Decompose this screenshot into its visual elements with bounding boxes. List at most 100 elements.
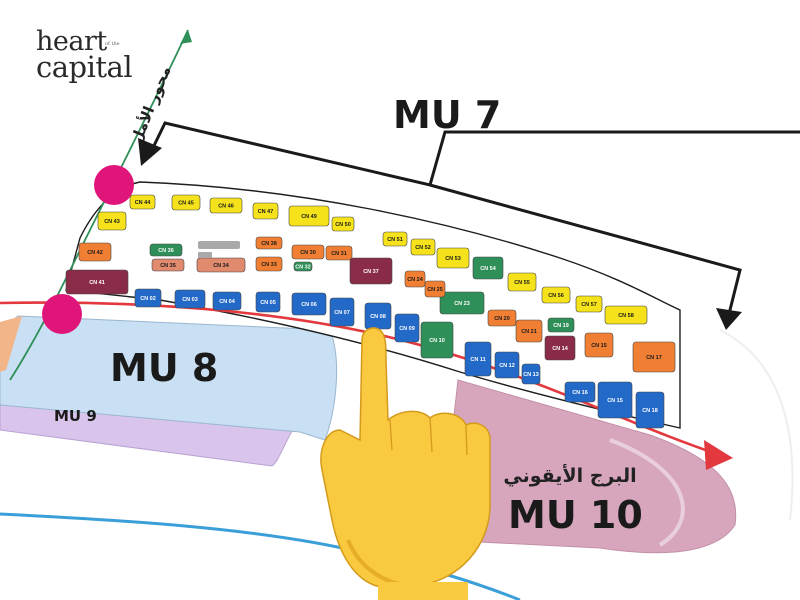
pointing-hand-icon bbox=[320, 327, 491, 600]
plot-cn-35[interactable] bbox=[151, 258, 185, 272]
road-arrowhead bbox=[180, 30, 192, 44]
plot-cn-19[interactable] bbox=[547, 317, 575, 333]
plot-cn-57[interactable] bbox=[575, 295, 603, 313]
mu7-bracket bbox=[146, 121, 800, 319]
plot-cn-55[interactable] bbox=[507, 272, 537, 292]
plot-cn-30[interactable] bbox=[291, 244, 325, 260]
mu10-inner bbox=[609, 438, 685, 547]
plot-label: CN 15 bbox=[591, 343, 607, 349]
plot-label: CN 23 bbox=[454, 301, 470, 307]
plot-cn-43[interactable] bbox=[97, 211, 127, 231]
plot-label: CN 52 bbox=[415, 245, 431, 251]
plot-cn-33[interactable] bbox=[255, 256, 283, 272]
plot-cn-32[interactable] bbox=[293, 261, 313, 272]
plot-cn-47[interactable] bbox=[252, 202, 279, 220]
plot-cn-54[interactable] bbox=[472, 256, 504, 280]
mu8-label: MU 8 bbox=[110, 346, 218, 390]
plot-cn-25[interactable] bbox=[424, 280, 446, 298]
plot-label: CN 45 bbox=[178, 200, 194, 206]
plot-cn-06[interactable] bbox=[291, 292, 327, 316]
plot-label: CN 37 bbox=[363, 269, 379, 275]
bracket-arrow-right bbox=[716, 308, 742, 330]
plot-label: CN 31 bbox=[331, 251, 347, 257]
plot-cn-05[interactable] bbox=[255, 291, 281, 313]
plot-cn-23[interactable] bbox=[439, 291, 485, 315]
right-curve bbox=[719, 329, 794, 521]
plot-cn-51[interactable] bbox=[382, 231, 408, 247]
plot-cn-31[interactable] bbox=[325, 245, 353, 261]
plot-label: CN 09 bbox=[399, 326, 415, 332]
plot-cn-36[interactable] bbox=[149, 243, 183, 257]
plot-cn-16[interactable] bbox=[564, 381, 596, 403]
mu10-label: MU 10 bbox=[508, 493, 643, 537]
mu10-arabic-label: البرج الأيقوني bbox=[503, 464, 636, 487]
plot-cn-03[interactable] bbox=[174, 289, 206, 309]
plot-label: CN 12 bbox=[499, 363, 515, 369]
plot-cn-12[interactable] bbox=[494, 351, 520, 379]
plot-cn-42[interactable] bbox=[78, 242, 112, 262]
plot-label: CN 46 bbox=[218, 203, 234, 209]
plot-cn-45[interactable] bbox=[171, 194, 201, 211]
plot-label: CN 53 bbox=[445, 256, 461, 262]
brand-line1: heart bbox=[36, 26, 107, 57]
plot-cn-07[interactable] bbox=[329, 297, 355, 327]
plot-cn-02[interactable] bbox=[134, 288, 162, 308]
plot-cn-15b[interactable] bbox=[597, 381, 633, 419]
plot-label: CN 35 bbox=[160, 263, 176, 269]
plot-cn-53[interactable] bbox=[436, 247, 470, 269]
plot-cn-58[interactable] bbox=[604, 305, 648, 325]
plot-cn-44[interactable] bbox=[129, 194, 156, 210]
plot-label: CN 19 bbox=[553, 323, 569, 329]
plot-label: CN 56 bbox=[548, 293, 564, 299]
mu10-zone bbox=[439, 379, 737, 554]
plot-cn-09[interactable] bbox=[394, 313, 420, 343]
plot-cn-20[interactable] bbox=[487, 309, 517, 327]
plot-cn-11[interactable] bbox=[464, 341, 492, 377]
plot-cn-52[interactable] bbox=[410, 238, 436, 256]
plot-label: CN 13 bbox=[523, 372, 539, 378]
plot-cn-13[interactable] bbox=[521, 363, 541, 385]
plot-cn-46[interactable] bbox=[209, 197, 243, 214]
plot-label: CN 44 bbox=[135, 200, 152, 206]
plot-cn-41[interactable] bbox=[65, 269, 129, 295]
plot-cn-37[interactable] bbox=[349, 257, 393, 285]
plot-label: CN 54 bbox=[480, 266, 497, 272]
plot-cn-38[interactable] bbox=[255, 236, 283, 250]
gray-plot bbox=[198, 241, 240, 249]
brand-logo: heart capital of the bbox=[36, 26, 133, 82]
plot-cn-04[interactable] bbox=[212, 291, 242, 311]
plot-label: CN 58 bbox=[618, 313, 634, 319]
plot-cn-24[interactable] bbox=[404, 270, 426, 288]
plot-label: CN 32 bbox=[295, 264, 311, 270]
plot-cn-10[interactable] bbox=[420, 321, 454, 359]
plot-cn-21[interactable] bbox=[515, 319, 543, 343]
plot-label: CN 34 bbox=[213, 263, 230, 269]
plot-label: CN 16 bbox=[572, 390, 588, 396]
left-wedge bbox=[0, 316, 22, 372]
plot-label: CN 14 bbox=[552, 346, 569, 352]
plot-label: CN 24 bbox=[407, 277, 424, 283]
gray-plot-small bbox=[198, 252, 212, 258]
plot-cn-49[interactable] bbox=[288, 205, 330, 227]
canal-line bbox=[0, 512, 521, 600]
plot-cn-50[interactable] bbox=[331, 216, 355, 232]
plot-label: CN 41 bbox=[89, 280, 105, 286]
plot-cn-17[interactable] bbox=[632, 341, 676, 373]
plot-label: CN 04 bbox=[219, 299, 236, 305]
plot-label: CN 57 bbox=[581, 302, 597, 308]
red-arrow-line bbox=[0, 301, 721, 457]
plot-cn-56[interactable] bbox=[541, 286, 571, 304]
plot-cn-15[interactable] bbox=[584, 332, 614, 358]
location-marker-bottom[interactable] bbox=[42, 294, 82, 334]
location-marker-top[interactable] bbox=[94, 165, 134, 205]
road-label: محور الأمل bbox=[127, 63, 175, 146]
plot-label: CN 15 bbox=[607, 398, 623, 404]
plot-label: CN 33 bbox=[261, 262, 277, 268]
plot-cn-34[interactable] bbox=[196, 257, 246, 273]
plot-cn-18[interactable] bbox=[635, 391, 665, 429]
green-road bbox=[9, 29, 189, 381]
plot-cn-14[interactable] bbox=[544, 335, 576, 361]
